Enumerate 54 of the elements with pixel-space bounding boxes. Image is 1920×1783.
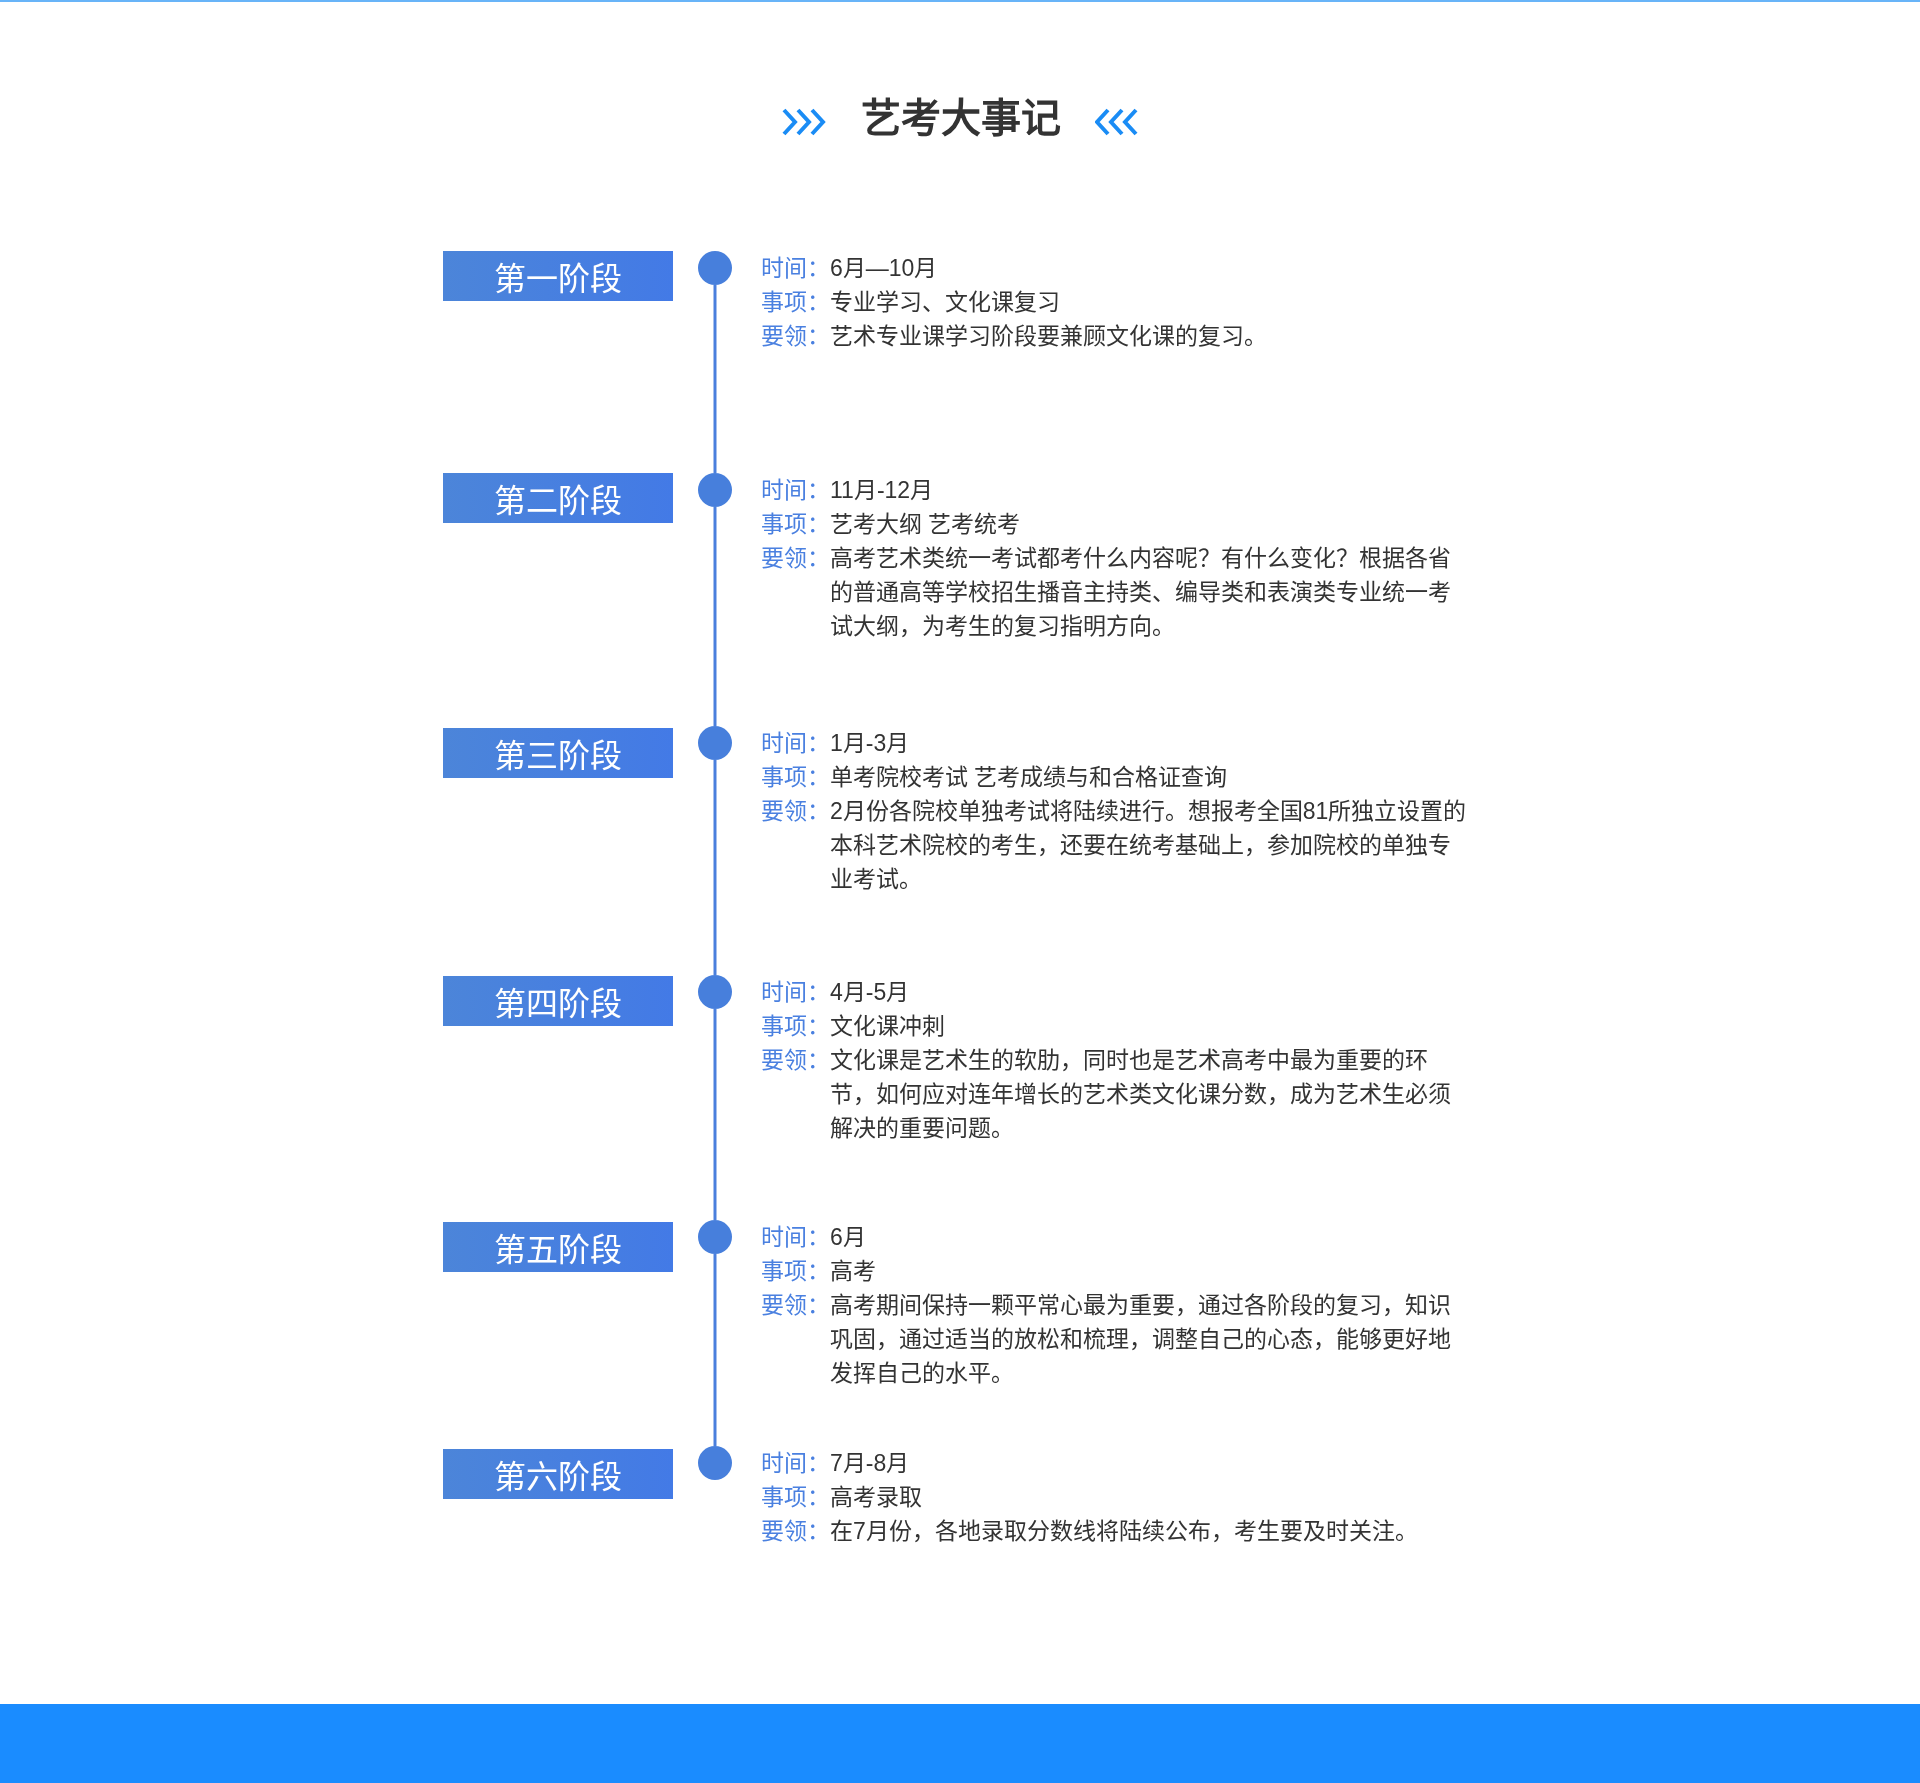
field-text: 文化课冲刺 <box>830 1012 946 1041</box>
timeline-line <box>713 760 717 975</box>
timeline-line <box>713 1254 717 1446</box>
field-text: 7月-8月 <box>830 1449 911 1478</box>
field-label: 时间： <box>761 1449 830 1478</box>
timeline-dot <box>698 473 732 507</box>
timeline-dot <box>698 251 732 285</box>
field-text: 在7月份，各地录取分数线将陆续公布，考生要及时关注。 <box>830 1517 1419 1546</box>
timeline-line <box>713 285 717 473</box>
field-label: 事项： <box>761 1257 830 1286</box>
stage-box: 第六阶段 <box>443 1449 673 1499</box>
field-text: 文化课是艺术生的软肋，同时也是艺术高考中最为重要的环节，如何应对连年增长的艺术类文化课分数，成为艺术生必须解决的重要问题。 <box>830 1046 1452 1143</box>
field-text: 4月-5月 <box>830 978 911 1007</box>
field-label: 时间： <box>761 254 830 283</box>
timeline-dot <box>698 1220 732 1254</box>
field-text: 高考期间保持一颗平常心最为重要，通过各阶段的复习，知识巩固，通过适当的放松和梳理，调整自己的心态，能够更好地发挥自己的水平。 <box>830 1291 1452 1388</box>
field-label: 事项： <box>761 288 830 317</box>
field-text: 高考录取 <box>830 1483 923 1512</box>
field-text: 高考艺术类统一考试都考什么内容呢？有什么变化？根据各省的普通高等学校招生播音主持类、编导类和表演类专业统一考试大纲，为考生的复习指明方向。 <box>830 544 1452 641</box>
stage-box: 第二阶段 <box>443 473 673 523</box>
field-label: 要领： <box>761 797 830 826</box>
timeline-line <box>713 507 717 726</box>
field-label: 时间： <box>761 978 830 1007</box>
field-text: 2月份各院校单独考试将陆续进行。想报考全国81所独立设置的本科艺术院校的考生，还要在统考基础上，参加院校的单独专业考试。 <box>830 797 1468 894</box>
timeline-dot <box>698 726 732 760</box>
field-label: 要领： <box>761 1291 830 1320</box>
field-label: 时间： <box>761 729 830 758</box>
field-label: 事项： <box>761 1483 830 1512</box>
field-text: 艺考大纲 艺考统考 <box>830 510 1022 539</box>
field-text: 6月 <box>830 1223 867 1252</box>
field-text: 高考 <box>830 1257 877 1286</box>
field-text: 单考院校考试 艺考成绩与和合格证查询 <box>830 763 1229 792</box>
field-text: 6月—10月 <box>830 254 939 283</box>
field-label: 事项： <box>761 510 830 539</box>
field-label: 时间： <box>761 1223 830 1252</box>
field-label: 事项： <box>761 763 830 792</box>
stage-box: 第三阶段 <box>443 728 673 778</box>
stage-box: 第四阶段 <box>443 976 673 1026</box>
field-label: 要领： <box>761 1046 830 1075</box>
timeline-dot <box>698 975 732 1009</box>
timeline-dot <box>698 1446 732 1480</box>
timeline-line <box>713 1009 717 1220</box>
field-label: 时间： <box>761 476 830 505</box>
field-text: 专业学习、文化课复习 <box>830 288 1061 317</box>
field-label: 要领： <box>761 322 830 351</box>
title: 艺考大事记 <box>861 96 1061 140</box>
field-label: 要领： <box>761 544 830 573</box>
field-text: 11月-12月 <box>830 476 935 505</box>
stage-box: 第五阶段 <box>443 1222 673 1272</box>
field-text: 1月-3月 <box>830 729 911 758</box>
field-label: 要领： <box>761 1517 830 1546</box>
field-text: 艺术专业课学习阶段要兼顾文化课的复习。 <box>830 322 1268 351</box>
field-label: 事项： <box>761 1012 830 1041</box>
stage-box: 第一阶段 <box>443 251 673 301</box>
